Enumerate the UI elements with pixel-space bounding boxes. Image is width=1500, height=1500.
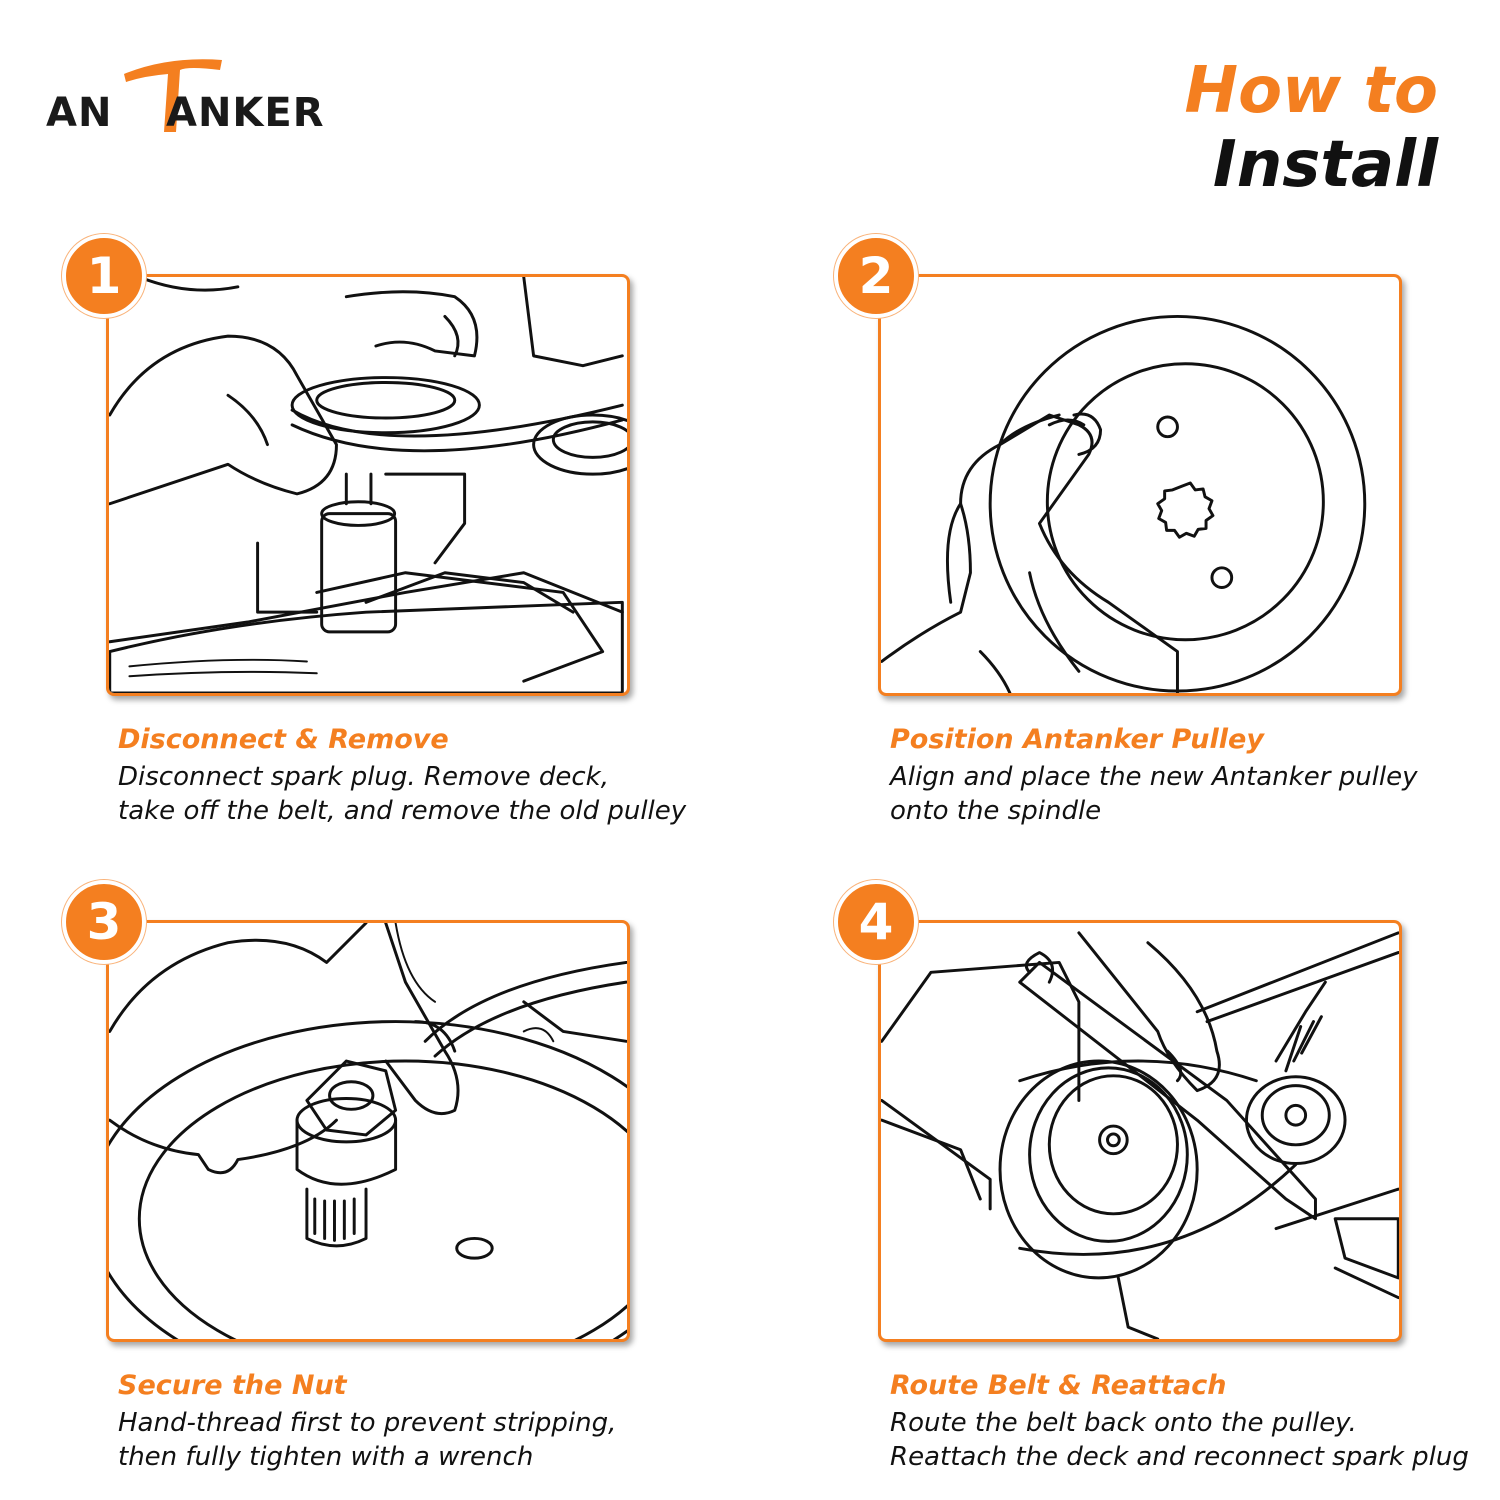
- step-title: Route Belt & Reattach: [890, 1370, 1227, 1401]
- step-illustration: [878, 274, 1402, 696]
- belt-removal-illustration-icon: [109, 277, 627, 693]
- step-1: 1 Disconnect & Remove: [60, 234, 700, 834]
- step-badge: 2: [834, 234, 918, 318]
- step-description-line: Reattach the deck and reconnect spark pl…: [890, 1442, 1469, 1472]
- step-description-line: Disconnect spark plug. Remove deck,: [118, 762, 609, 792]
- logo-t-mark-icon: [124, 59, 222, 132]
- brand-logo: AN ANKER: [46, 52, 326, 136]
- logo-text-right: ANKER: [166, 90, 325, 136]
- step-title: Secure the Nut: [118, 1370, 347, 1401]
- step-4: 4 Route: [832, 880, 1472, 1480]
- title-line-2: Install: [1212, 128, 1438, 202]
- step-description-line: Align and place the new Antanker pulley: [890, 762, 1418, 792]
- step-2: 2 Position Antanker Pulley Align and pla…: [832, 234, 1472, 834]
- step-description-line: Hand-thread first to prevent stripping,: [118, 1408, 617, 1438]
- step-description: Disconnect spark plug. Remove deck, take…: [118, 760, 718, 828]
- step-illustration: [878, 920, 1402, 1342]
- title-line-1: How to: [1184, 54, 1439, 128]
- hand-holding-pulley-illustration-icon: [881, 314, 1367, 693]
- step-badge: 3: [62, 880, 146, 964]
- step-badge: 4: [834, 880, 918, 964]
- step-title: Disconnect & Remove: [118, 724, 449, 755]
- page-title: How to Install: [1185, 54, 1439, 202]
- logo-text-left: AN: [46, 90, 113, 136]
- step-title: Position Antanker Pulley: [890, 724, 1264, 755]
- step-description-line: then fully tighten with a wrench: [118, 1442, 534, 1472]
- step-3: 3 Secure the Nut Hand-thread first to pr…: [60, 880, 700, 1480]
- belt-routing-illustration-icon: [881, 931, 1399, 1339]
- step-description: Hand-thread first to prevent stripping, …: [118, 1406, 718, 1474]
- step-illustration: [106, 920, 630, 1342]
- step-description-line: onto the spindle: [890, 796, 1102, 826]
- step-badge: 1: [62, 234, 146, 318]
- step-description: Route the belt back onto the pulley. Rea…: [890, 1406, 1490, 1474]
- step-description-line: take off the belt, and remove the old pu…: [118, 796, 687, 826]
- step-description-line: Route the belt back onto the pulley.: [890, 1408, 1357, 1438]
- step-description: Align and place the new Antanker pulley …: [890, 760, 1490, 828]
- step-illustration: [106, 274, 630, 696]
- hand-threading-nut-illustration-icon: [109, 923, 627, 1339]
